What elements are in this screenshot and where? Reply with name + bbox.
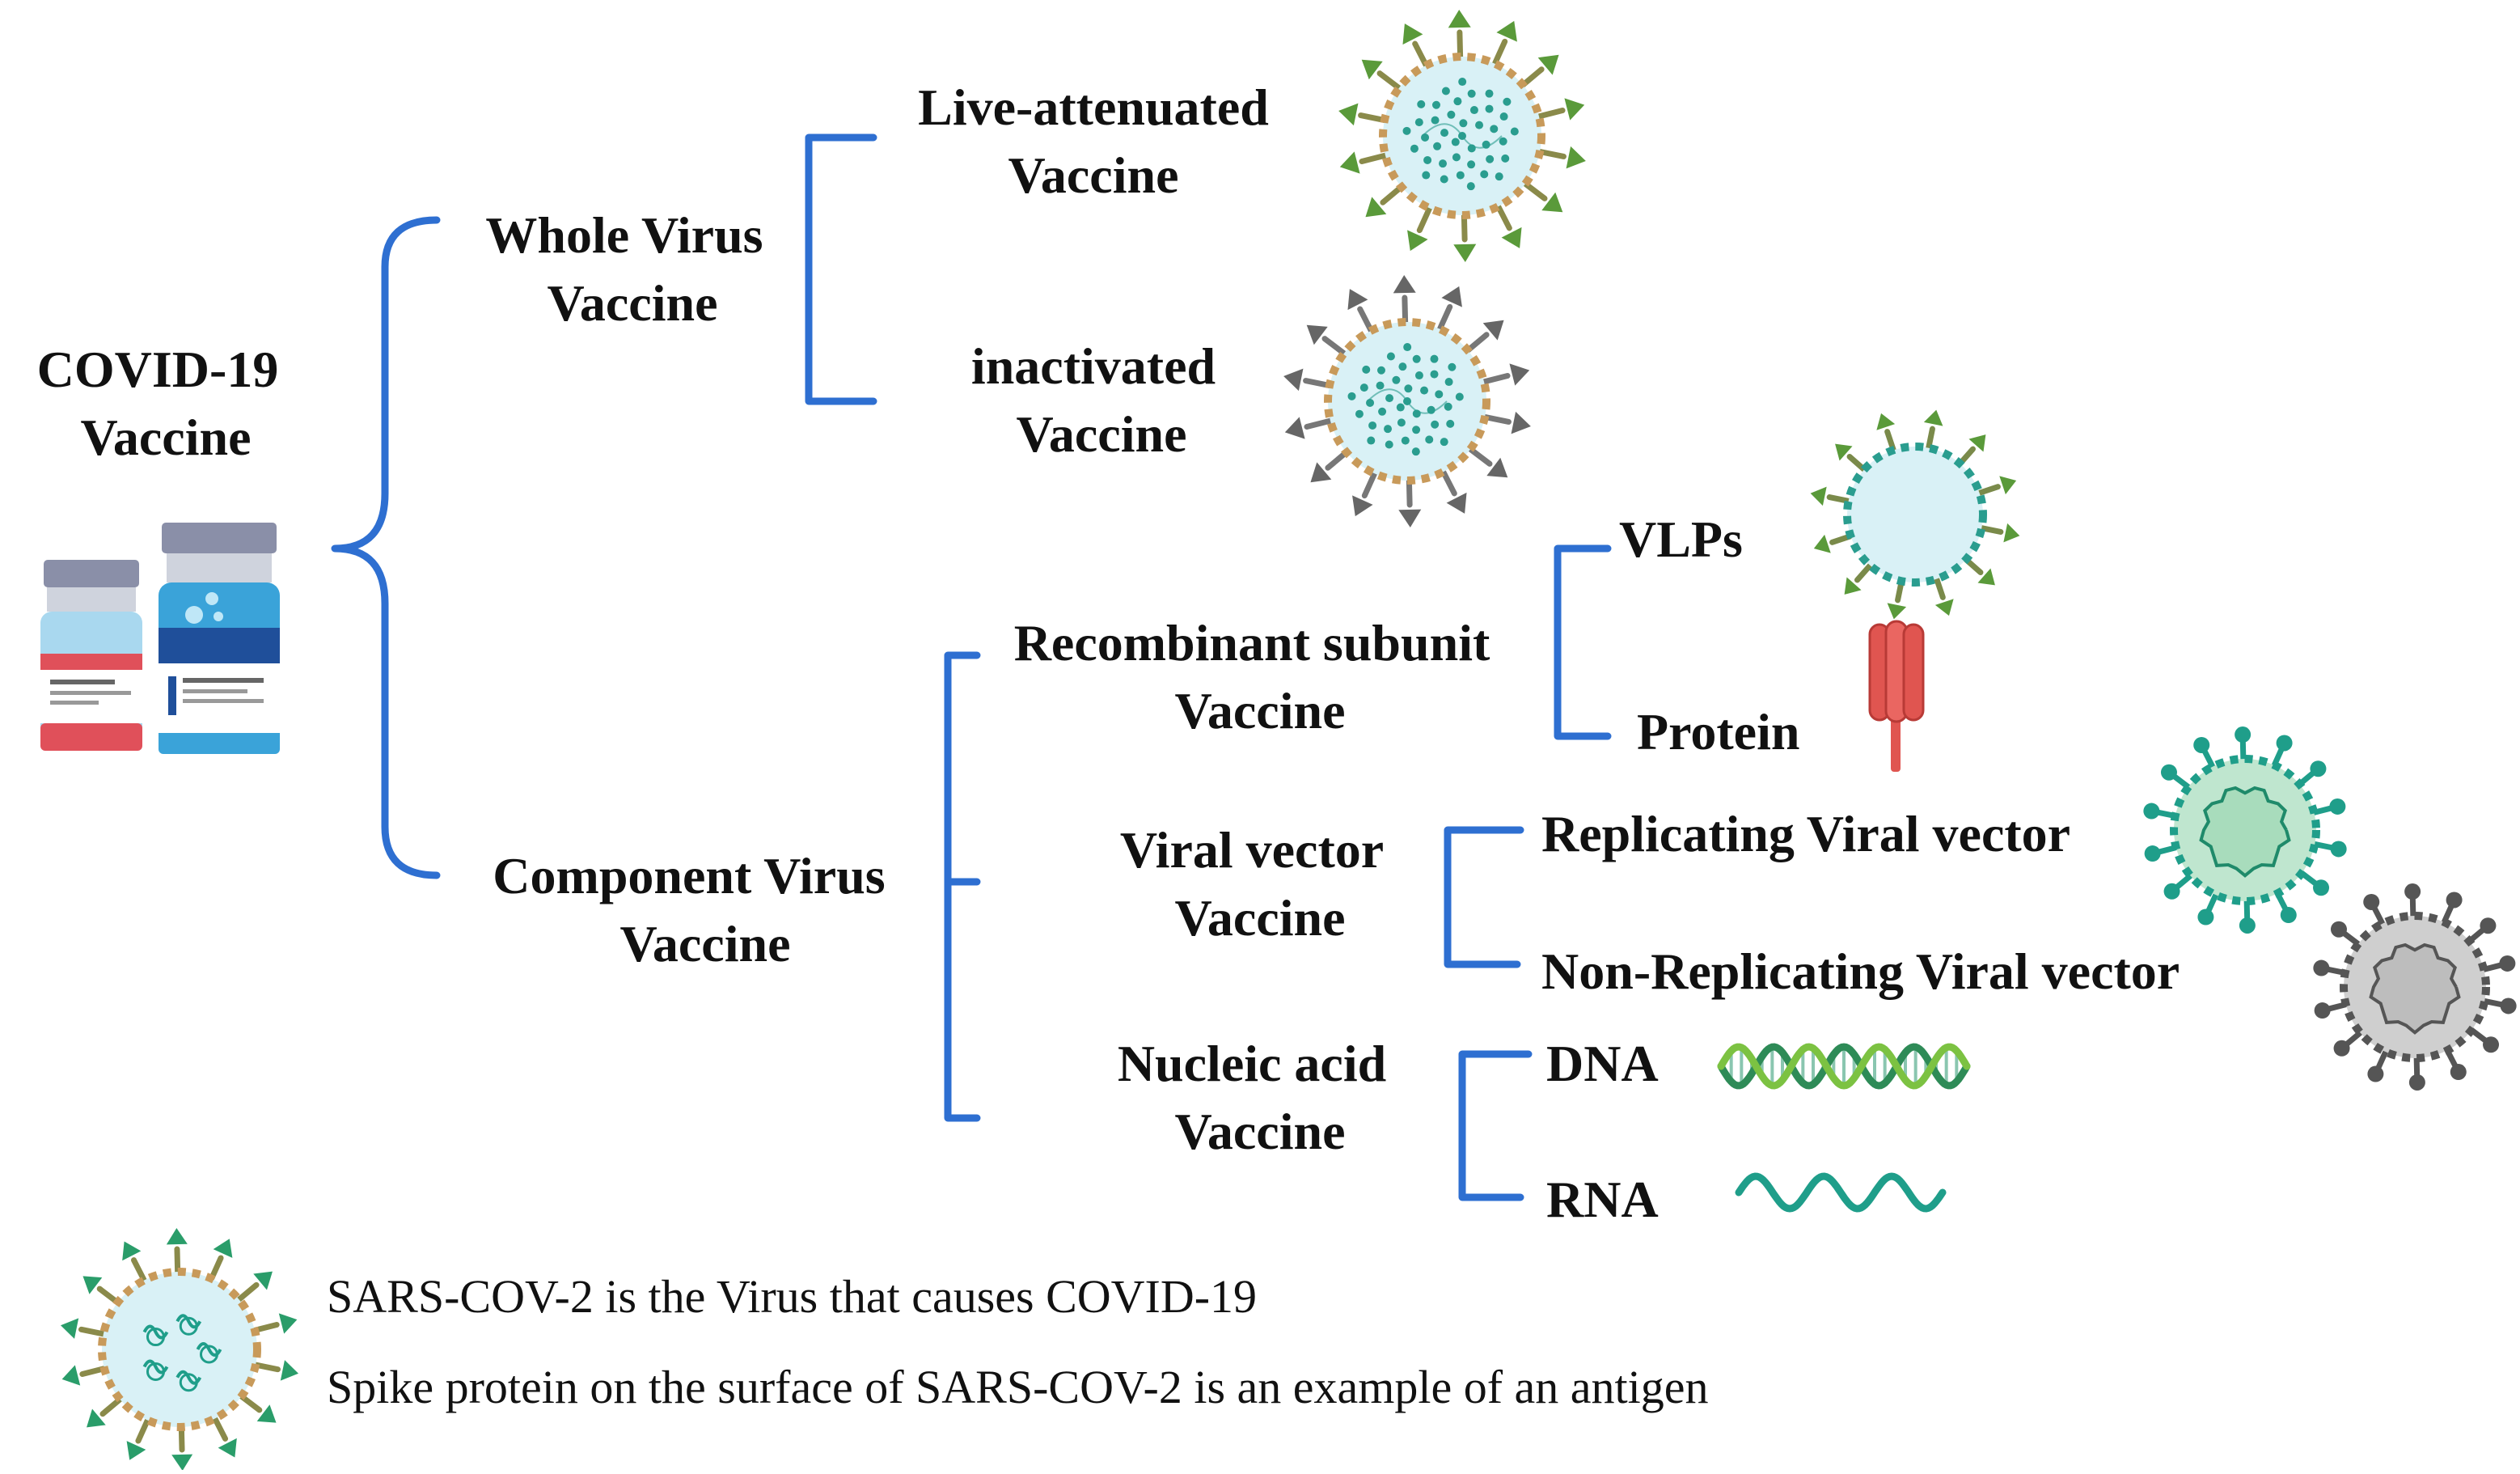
gray-viral-vector-icon — [2313, 883, 2517, 1091]
rna-label: RNA — [1546, 1171, 1659, 1228]
green-virus-icon — [1338, 10, 1586, 262]
nucleic-acid-line2: Vaccine — [1175, 1103, 1346, 1160]
vaccine-vials-icon — [40, 523, 280, 754]
nucleic-acid-brace — [1458, 1050, 1533, 1201]
dna-label: DNA — [1546, 1035, 1659, 1092]
legend-line1: SARS-COV-2 is the Virus that causes COVI… — [327, 1270, 1257, 1323]
replicating-label: Replicating Viral vector — [1541, 805, 2070, 862]
root-line2: Vaccine — [81, 409, 252, 466]
non-replicating-label: Non-Replicating Viral vector — [1541, 942, 2180, 1000]
live-attenuated-line2: Vaccine — [1008, 146, 1179, 204]
component-virus-line2: Vaccine — [620, 915, 791, 972]
recombinant-line1: Recombinant subunit — [1014, 614, 1490, 671]
root-line1: COVID-19 — [37, 341, 279, 398]
inactivated-line2: Vaccine — [1017, 405, 1187, 463]
nucleic-acid-label: Nucleic acid Vaccine — [1118, 1035, 1386, 1160]
inactivated-label: inactivated Vaccine — [971, 337, 1216, 463]
viral-vector-line1: Viral vector — [1120, 821, 1384, 879]
rna-strand-icon — [1735, 1172, 1947, 1213]
teal-viral-vector-icon — [2143, 726, 2347, 934]
virus-like-particle-icon — [1810, 409, 2020, 620]
component-virus-brace — [944, 651, 981, 1122]
viral-vector-label: Viral vector Vaccine — [1120, 821, 1384, 947]
sars-cov-2-icon — [60, 1228, 299, 1471]
spike-protein-icon — [1868, 620, 1925, 772]
recombinant-brace — [1554, 544, 1612, 740]
live-attenuated-label: Live-attenuated Vaccine — [918, 78, 1269, 204]
viral-vector-brace — [1444, 826, 1524, 968]
protein-label: Protein — [1637, 703, 1799, 760]
live-attenuated-line1: Live-attenuated — [918, 78, 1269, 136]
root-label: COVID-19 Vaccine — [37, 341, 279, 466]
whole-virus-brace — [805, 133, 877, 405]
whole-virus-line1: Whole Virus — [485, 206, 763, 264]
whole-virus-label: Whole Virus Vaccine — [485, 206, 763, 332]
recombinant-label: Recombinant subunit Vaccine — [1014, 614, 1490, 739]
vlps-label: VLPs — [1619, 510, 1743, 568]
gray-virus-icon — [1283, 275, 1531, 527]
recombinant-line2: Vaccine — [1175, 682, 1346, 739]
component-virus-label: Component Virus Vaccine — [493, 847, 885, 972]
legend-line2: Spike protein on the surface of SARS-COV… — [327, 1361, 1709, 1413]
dna-helix-icon — [1717, 1043, 1971, 1090]
component-virus-line1: Component Virus — [493, 847, 885, 904]
inactivated-line1: inactivated — [971, 337, 1216, 395]
whole-virus-line2: Vaccine — [548, 274, 718, 332]
root-brace — [331, 216, 441, 879]
viral-vector-line2: Vaccine — [1175, 889, 1346, 947]
nucleic-acid-line1: Nucleic acid — [1118, 1035, 1386, 1092]
